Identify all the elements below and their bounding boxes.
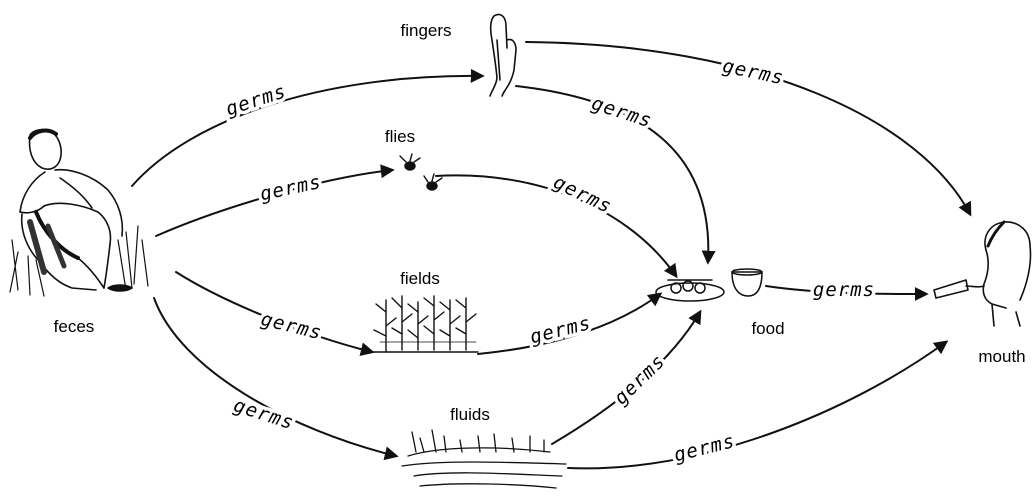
edge-label-fields-food: germs (528, 312, 594, 348)
node-label-fingers: fingers (400, 21, 451, 40)
node-label-flies: flies (385, 127, 415, 146)
hand-illustration (490, 14, 516, 96)
edge-label-food-mouth: germs (813, 279, 875, 301)
node-label-mouth: mouth (978, 347, 1025, 366)
edge-label-feces-fingers: germs (223, 80, 289, 120)
edge-label-fingers-food: germs (589, 92, 655, 132)
node-label-feces: feces (54, 317, 95, 336)
node-labels: feces fingers flies fields fluids food m… (54, 21, 1026, 424)
edge-label-flies-food: germs (550, 171, 616, 218)
edge-label-fingers-mouth: germs (721, 55, 786, 89)
edge-feces-fingers (132, 76, 482, 186)
food-plate-illustration (656, 269, 762, 301)
edge-label-feces-fields: germs (259, 308, 325, 344)
edge-label-fluids-food: germs (610, 350, 670, 409)
node-label-food: food (751, 319, 784, 338)
node-label-fluids: fluids (450, 405, 490, 424)
flies-illustration (400, 154, 442, 190)
edge-label-feces-flies: germs (258, 171, 323, 205)
drinking-person-illustration (934, 222, 1031, 326)
node-label-fields: fields (400, 269, 440, 288)
edge-label-feces-fluids: germs (231, 394, 297, 434)
edge-label-fluids-mouth: germs (672, 430, 738, 466)
water-illustration (402, 430, 566, 488)
squatting-person-illustration (10, 130, 148, 296)
corn-field-illustration (372, 296, 478, 352)
edge-labels: germs germs germs germs germs germs germ… (223, 55, 875, 466)
